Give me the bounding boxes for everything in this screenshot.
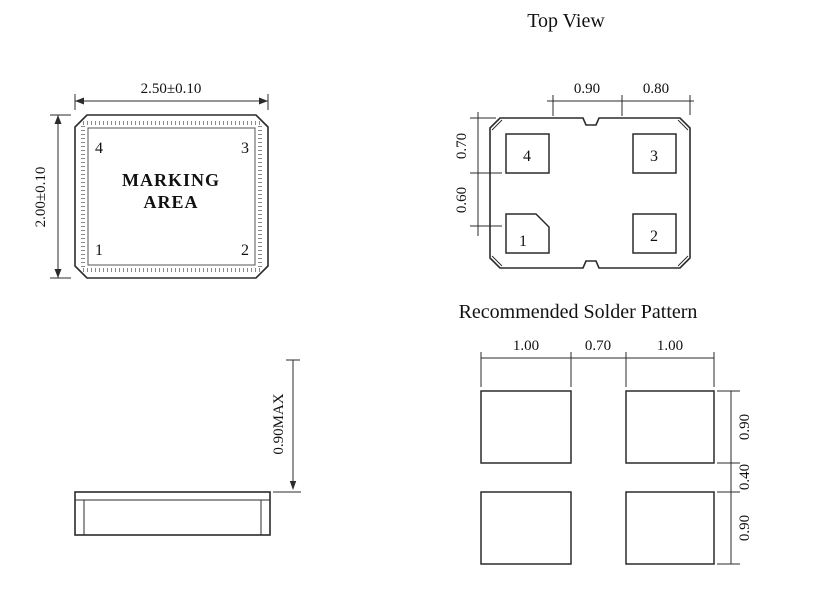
dim-topview-080-label: 0.80 xyxy=(643,81,669,97)
dim-topview-090-label: 0.90 xyxy=(574,81,600,97)
dim-solder-pad-top-label: 0.90 xyxy=(737,414,753,440)
corner-notch-bottom-right xyxy=(677,255,689,267)
solder-pad-top-right xyxy=(625,390,715,464)
topview-pad-1 xyxy=(505,213,550,254)
topview-pin-4: 4 xyxy=(523,148,531,165)
topview-pin-2: 2 xyxy=(650,228,658,245)
dimension-package-max-height: 0.90MAX xyxy=(271,359,301,493)
side-view: 0.90MAX xyxy=(74,359,301,536)
dimension-solder-vertical: 0.90 0.40 0.90 xyxy=(717,390,753,565)
corner-notch-top-right xyxy=(677,119,689,131)
dim-topview-060-label: 0.60 xyxy=(454,187,470,213)
dimension-topview-vertical: 0.70 0.60 xyxy=(454,112,502,236)
dimension-package-height: 2.00±0.10 xyxy=(33,114,71,279)
seal-ring xyxy=(81,121,262,272)
solder-pattern-title: Recommended Solder Pattern xyxy=(459,301,698,323)
corner-notch-top-left xyxy=(491,119,503,131)
dim-solder-row-gap-label: 0.40 xyxy=(737,464,753,490)
topview-pad-4 xyxy=(505,133,550,174)
marking-area-line2: AREA xyxy=(143,192,198,212)
solder-pad-top-left xyxy=(480,390,572,464)
topview-pin-1: 1 xyxy=(519,233,527,250)
solder-pattern-view: Recommended Solder Pattern 1.00 0.70 1.0… xyxy=(459,301,753,565)
sideview-body xyxy=(74,491,271,536)
corner-notch-bottom-left xyxy=(491,255,503,267)
marking-view: 4 3 1 2 MARKING AREA 2.50±0.10 2.00±0.10 xyxy=(33,81,269,279)
marking-pin-4: 4 xyxy=(95,140,103,157)
dimension-solder-horizontal: 1.00 0.70 1.00 xyxy=(480,338,715,387)
dimension-package-width: 2.50±0.10 xyxy=(74,81,269,110)
marking-pin-2: 2 xyxy=(241,242,249,259)
top-view-title: Top View xyxy=(527,10,605,32)
marking-area-line1: MARKING xyxy=(122,170,220,190)
marking-pin-3: 3 xyxy=(241,140,249,157)
dimension-topview-horizontal: 0.90 0.80 xyxy=(547,81,694,116)
dim-solder-pad-right-label: 1.00 xyxy=(657,338,683,354)
dim-solder-gap-label: 0.70 xyxy=(585,338,611,354)
solder-pad-bottom-left xyxy=(480,491,572,565)
top-view: Top View 0.90 0.80 4 3 1 2 xyxy=(454,10,694,269)
package-outline xyxy=(74,114,269,279)
dim-solder-pad-bottom-label: 0.90 xyxy=(737,515,753,541)
dim-package-height-label: 2.00±0.10 xyxy=(33,167,49,228)
dim-solder-pad-left-label: 1.00 xyxy=(513,338,539,354)
dim-package-width-label: 2.50±0.10 xyxy=(141,81,202,97)
marking-pin-1: 1 xyxy=(95,242,103,259)
dim-topview-070-label: 0.70 xyxy=(454,133,470,159)
solder-pad-bottom-right xyxy=(625,491,715,565)
topview-pin-3: 3 xyxy=(650,148,658,165)
dim-max-height-label: 0.90MAX xyxy=(271,393,287,454)
lid-inner-outline xyxy=(87,127,256,266)
topview-pad-3 xyxy=(632,133,677,174)
topview-package-outline xyxy=(489,117,691,269)
topview-pad-2 xyxy=(632,213,677,254)
